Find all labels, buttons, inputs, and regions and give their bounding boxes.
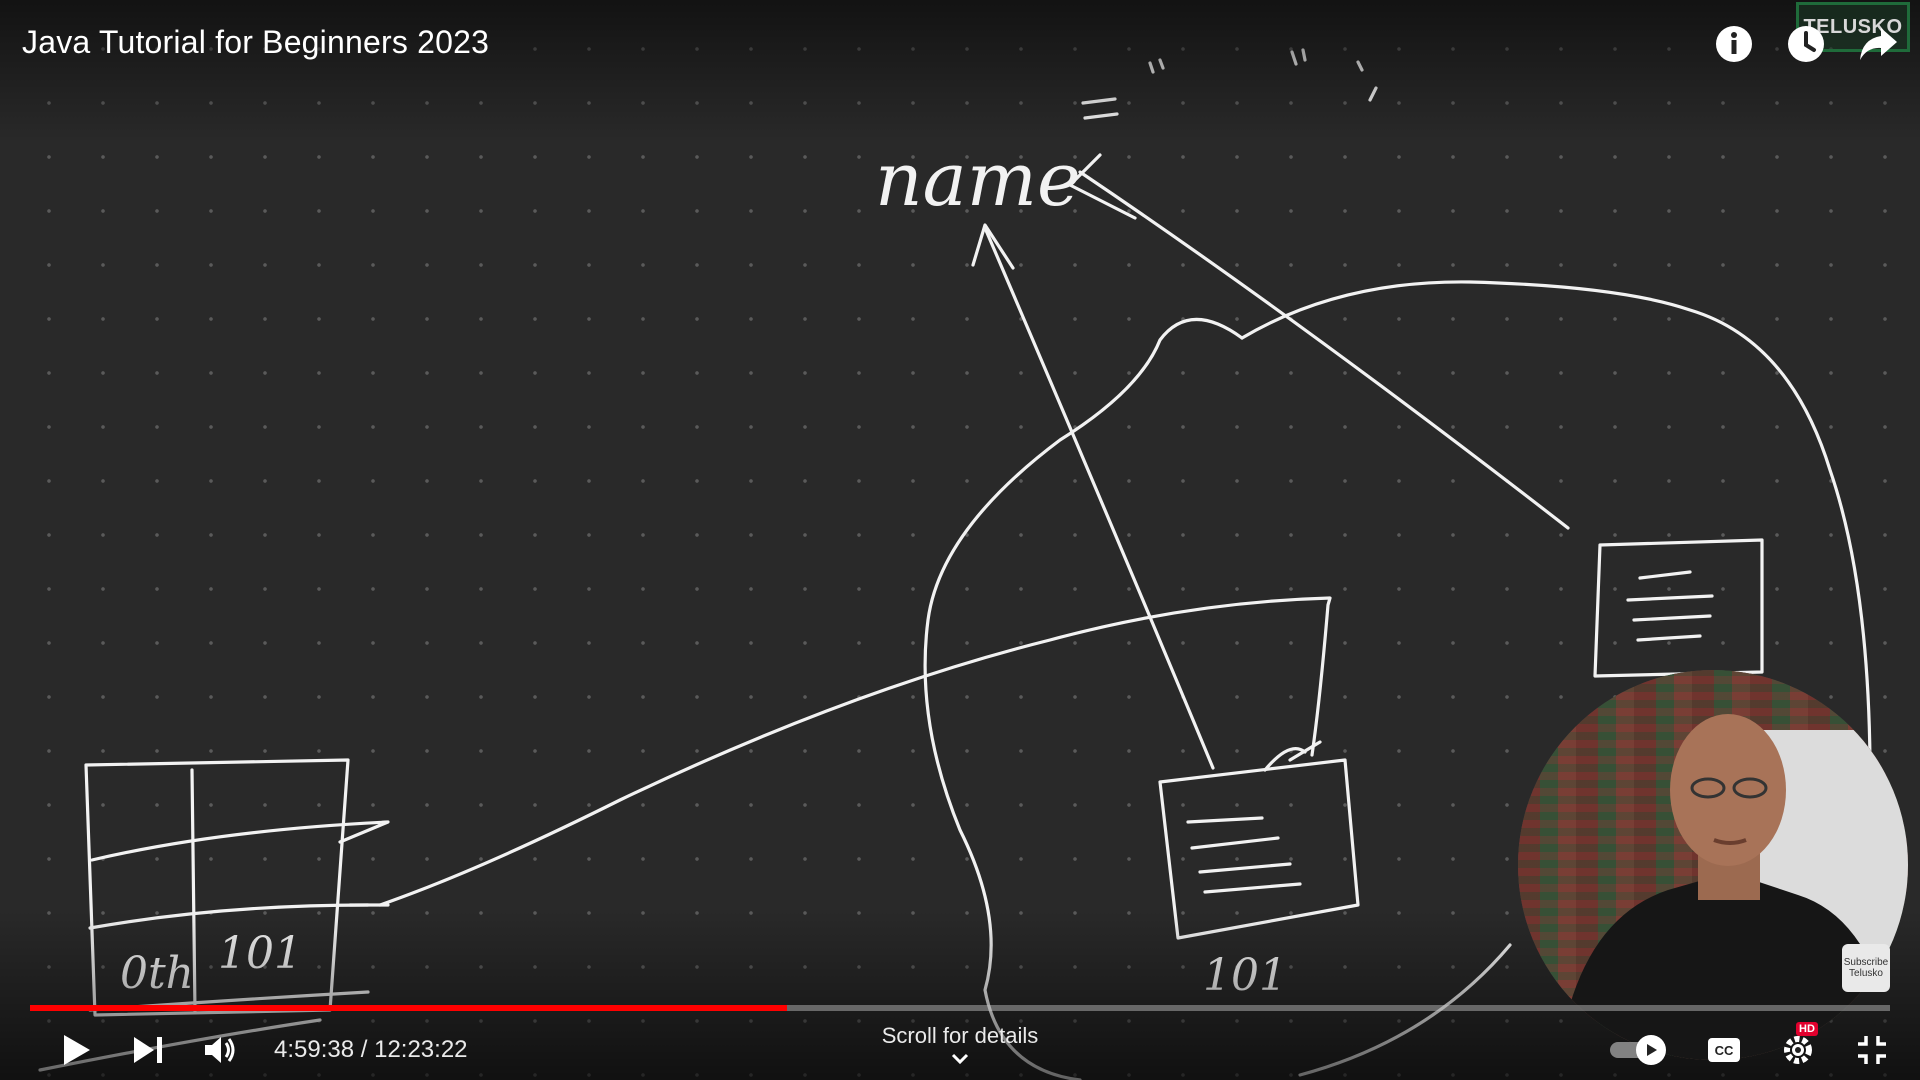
hd-badge: HD (1796, 1022, 1818, 1036)
share-icon[interactable] (1856, 22, 1900, 66)
variable-name-label: name (875, 137, 1081, 223)
time-display: 4:59:38 / 12:23:22 (274, 1036, 468, 1064)
scroll-hint-label: Scroll for details (881, 1023, 1039, 1048)
captions-icon[interactable]: CC (1700, 1026, 1748, 1074)
current-time: 4:59:38 (274, 1036, 355, 1063)
top-actions (1712, 22, 1900, 66)
presenter-webcam (1518, 670, 1908, 1060)
chevron-down-icon (951, 1053, 969, 1065)
next-icon[interactable] (124, 1026, 172, 1074)
watch-later-icon[interactable] (1784, 22, 1828, 66)
progress-played (30, 1005, 788, 1011)
info-icon[interactable] (1712, 22, 1756, 66)
top-overlay (0, 0, 1920, 140)
left-controls: 4:59:38 / 12:23:22 (52, 1026, 468, 1074)
duration: 12:23:22 (374, 1036, 468, 1063)
svg-text:CC: CC (1715, 1043, 1734, 1058)
play-icon[interactable] (52, 1026, 100, 1074)
time-separator: / (360, 1036, 368, 1063)
video-title[interactable]: Java Tutorial for Beginners 2023 (22, 24, 490, 60)
progress-bar[interactable] (30, 1005, 1890, 1011)
settings-icon[interactable]: HD (1774, 1022, 1822, 1074)
subscribe-badge[interactable]: Subscribe Telusko (1842, 944, 1890, 992)
volume-icon[interactable] (196, 1026, 244, 1074)
exit-fullscreen-icon[interactable] (1848, 1026, 1896, 1074)
scroll-for-details[interactable]: Scroll for details (860, 1023, 1060, 1065)
autoplay-toggle[interactable] (1610, 1033, 1674, 1067)
right-controls: CC HD (1610, 1022, 1896, 1074)
